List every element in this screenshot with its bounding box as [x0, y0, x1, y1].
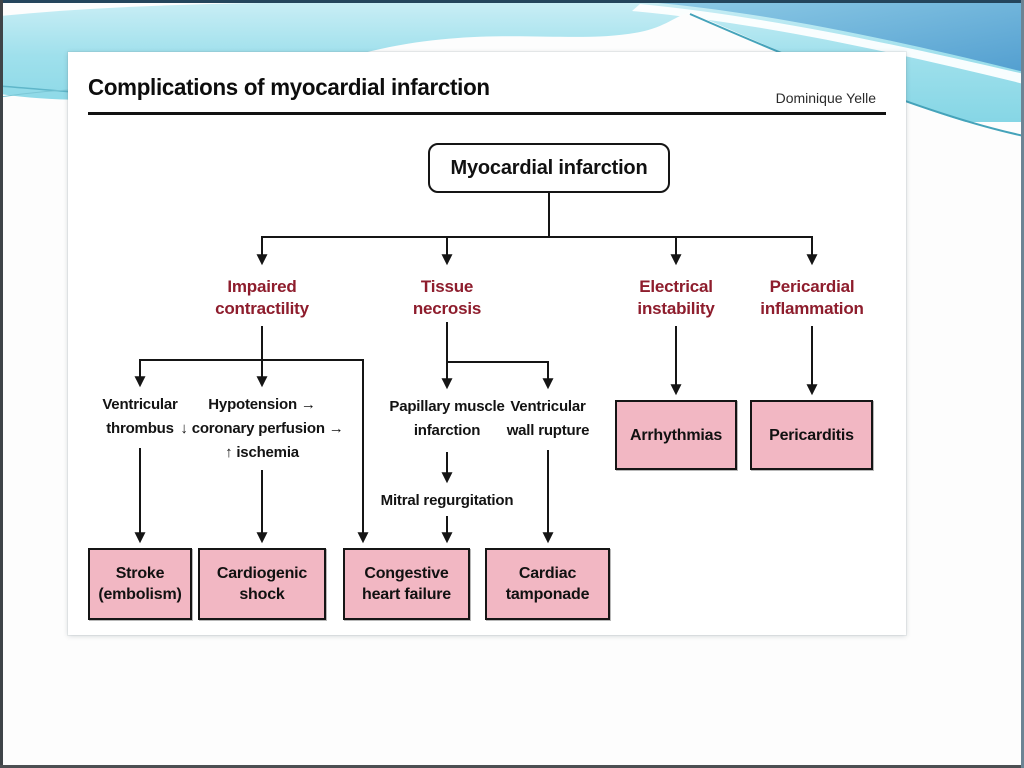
diagram-panel: Complications of myocardial infarction D…	[68, 52, 906, 635]
slide-border-top	[0, 0, 1024, 3]
node-myocardial-infarction: Myocardial infarction	[428, 143, 670, 193]
author-credit: Dominique Yelle	[775, 90, 876, 106]
node-cardiac-tamponade: Cardiac tamponade	[485, 548, 610, 620]
node-ventricular-thrombus: Ventricular thrombus	[102, 396, 178, 437]
node-hypotension-ischemia: Hypotension → ↓ coronary perfusion → ↑ i…	[180, 396, 344, 461]
title-underline	[88, 112, 886, 115]
electrical-pericardial-lines	[670, 326, 818, 396]
node-impaired-contractility: Impaired contractility	[215, 277, 309, 318]
node-papillary-muscle-infarction: Papillary muscle infarction	[389, 398, 505, 439]
node-mitral-regurgitation: Mitral regurgitation	[380, 492, 514, 509]
node-pericarditis: Pericarditis	[750, 400, 873, 470]
node-ventricular-wall-rupture: Ventricular wall rupture	[506, 398, 590, 439]
node-electrical-instability: Electrical instability	[637, 277, 715, 318]
white-separator-curve	[632, 4, 1024, 84]
node-stroke-embolism: Stroke (embolism)	[88, 548, 192, 620]
impaired-contractility-lines	[134, 326, 369, 544]
slide-border-bottom	[0, 765, 1024, 768]
page-title: Complications of myocardial infarction	[88, 74, 490, 100]
node-cardiogenic-shock: Cardiogenic shock	[198, 548, 326, 620]
flow-connectors	[134, 193, 818, 544]
node-tissue-necrosis: Tissue necrosis	[412, 277, 482, 318]
node-arrhythmias: Arrhythmias	[615, 400, 737, 470]
blue-corner-wave	[648, 2, 1024, 72]
slide-border-right	[1021, 0, 1024, 768]
root-branch-lines	[256, 193, 818, 266]
slide-border-left	[0, 0, 3, 768]
node-congestive-heart-failure: Congestive heart failure	[343, 548, 470, 620]
node-pericardial-inflammation: Pericardial inflammation	[760, 277, 864, 318]
tissue-necrosis-lines	[441, 322, 554, 544]
